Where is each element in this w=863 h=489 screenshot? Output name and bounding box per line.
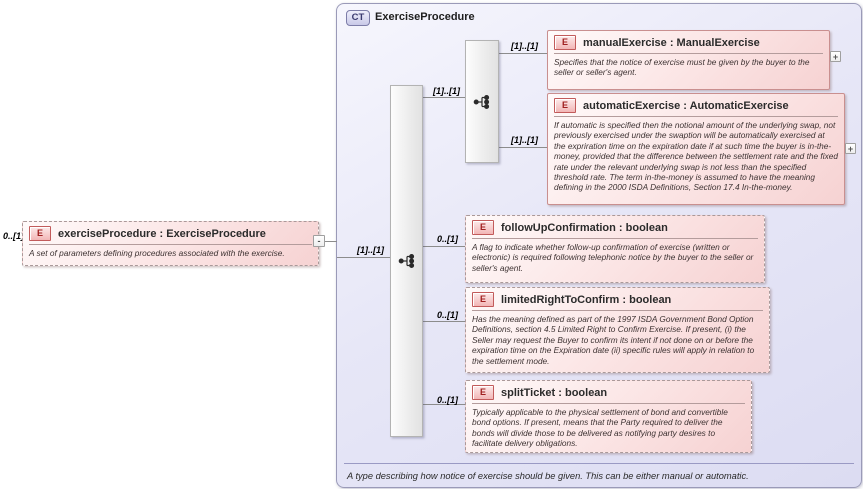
compositor-icon: [473, 94, 490, 109]
element-annotation: If automatic is specified then the notio…: [554, 120, 838, 193]
complex-type-annotation: A type describing how notice of exercise…: [347, 471, 749, 481]
divider: [472, 403, 745, 404]
element-node-exerciseProcedure[interactable]: E exerciseProcedure : ExerciseProcedure …: [22, 221, 319, 266]
collapse-button[interactable]: -: [313, 235, 325, 247]
divider: [472, 238, 758, 239]
element-node-manualExercise[interactable]: E manualExercise : ManualExercise Specif…: [547, 30, 830, 90]
divider: [554, 116, 838, 117]
connector-line: [421, 97, 465, 98]
connector-line: [337, 257, 390, 258]
complex-type-title: ExerciseProcedure: [375, 11, 475, 23]
complex-type-badge: CT: [346, 10, 370, 26]
element-title: splitTicket : boolean: [501, 386, 608, 399]
expand-button[interactable]: +: [845, 143, 856, 154]
cardinality-label: 0..[1]: [437, 310, 459, 320]
connector-line: [497, 53, 547, 54]
connector-line: [421, 246, 465, 247]
cardinality-label: 0..[1]: [437, 395, 459, 405]
element-title: manualExercise : ManualExercise: [583, 36, 760, 49]
element-icon: E: [472, 220, 494, 235]
sequence-compositor[interactable]: [390, 85, 423, 437]
cardinality-label: 0..[1]: [437, 234, 459, 244]
cardinality-label: [1]..[1]: [511, 41, 538, 51]
cardinality-label: [1]..[1]: [357, 245, 384, 255]
divider: [29, 244, 312, 245]
divider: [472, 310, 763, 311]
cardinality-label: [1]..[1]: [433, 86, 460, 96]
element-title: automaticExercise : AutomaticExercise: [583, 99, 789, 112]
element-icon: E: [472, 385, 494, 400]
element-node-followUpConfirmation[interactable]: E followUpConfirmation : boolean A flag …: [465, 215, 765, 283]
cardinality-label: [1]..[1]: [511, 135, 538, 145]
choice-compositor[interactable]: [465, 40, 499, 163]
connector-line: [421, 321, 465, 322]
element-icon: E: [554, 98, 576, 113]
element-node-limitedRightToConfirm[interactable]: E limitedRightToConfirm : boolean Has th…: [465, 287, 770, 373]
element-annotation: A flag to indicate whether follow-up con…: [472, 242, 754, 273]
element-title: exerciseProcedure : ExerciseProcedure: [58, 227, 266, 240]
element-icon: E: [554, 35, 576, 50]
divider: [554, 53, 823, 54]
element-annotation: A set of parameters defining procedures …: [29, 248, 285, 258]
element-icon: E: [472, 292, 494, 307]
connector-line: [325, 241, 337, 242]
element-title: limitedRightToConfirm : boolean: [501, 293, 672, 306]
expand-button[interactable]: +: [830, 51, 841, 62]
compositor-icon: [398, 254, 414, 269]
element-title: followUpConfirmation : boolean: [501, 221, 668, 234]
connector-line: [421, 404, 465, 405]
cardinality-label: 0..[1]: [3, 231, 25, 241]
element-node-splitTicket[interactable]: E splitTicket : boolean Typically applic…: [465, 380, 752, 453]
element-annotation: Has the meaning defined as part of the 1…: [472, 314, 755, 366]
footer-divider: [344, 463, 854, 464]
element-annotation: Typically applicable to the physical set…: [472, 407, 728, 449]
element-icon: E: [29, 226, 51, 241]
element-node-automaticExercise[interactable]: E automaticExercise : AutomaticExercise …: [547, 93, 845, 205]
element-annotation: Specifies that the notice of exercise mu…: [554, 57, 810, 78]
connector-line: [497, 147, 547, 148]
